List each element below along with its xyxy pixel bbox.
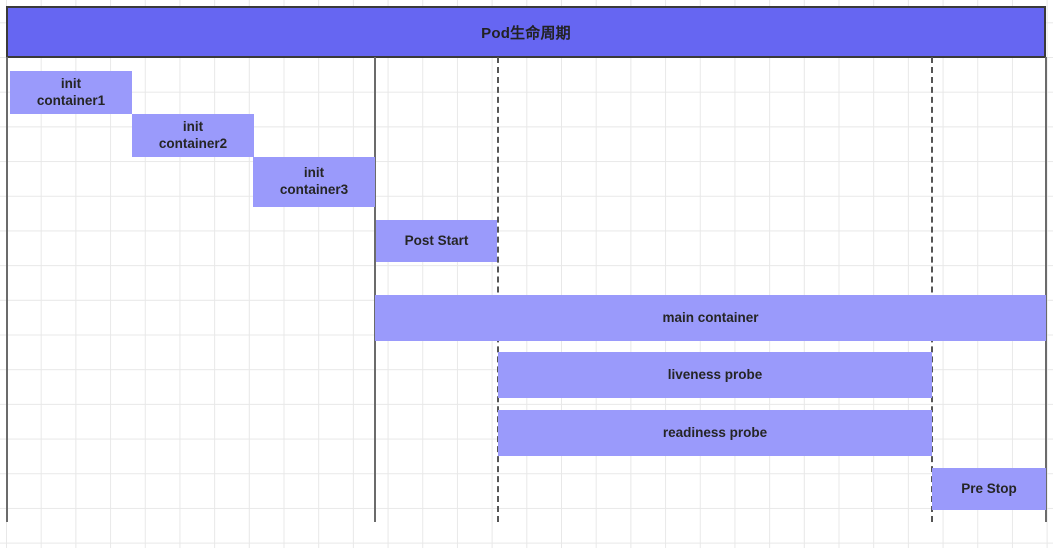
bar-label-init-container-3: init container3 — [279, 165, 349, 197]
divider-left-boundary — [6, 57, 8, 522]
diagram-title-bar: Pod生命周期 — [6, 6, 1046, 58]
bar-label-post-start: Post Start — [404, 232, 469, 248]
bar-label-pre-stop: Pre Stop — [961, 480, 1017, 496]
bar-init-container-3: init container3 — [253, 157, 375, 207]
divider-right-boundary — [1045, 57, 1047, 522]
divider-init-phase-boundary — [374, 57, 376, 522]
bar-label-init-container-2: init container2 — [158, 118, 228, 151]
bar-pre-stop: Pre Stop — [932, 468, 1046, 510]
bar-init-container-1: init container1 — [10, 71, 132, 114]
bar-label-main-container: main container — [662, 309, 759, 325]
divider-post-start-boundary — [497, 57, 499, 522]
bar-label-liveness-probe: liveness probe — [667, 366, 763, 382]
bar-post-start: Post Start — [376, 220, 497, 262]
bar-label-readiness-probe: readiness probe — [662, 424, 768, 440]
bar-label-init-container-1: init container1 — [36, 75, 106, 108]
page-title: Pod生命周期 — [481, 24, 571, 42]
bar-init-container-2: init container2 — [132, 114, 254, 157]
bar-readiness-probe: readiness probe — [498, 410, 932, 456]
bar-liveness-probe: liveness probe — [498, 352, 932, 398]
bar-main-container: main container — [375, 295, 1046, 341]
divider-pre-stop-boundary — [931, 57, 933, 522]
